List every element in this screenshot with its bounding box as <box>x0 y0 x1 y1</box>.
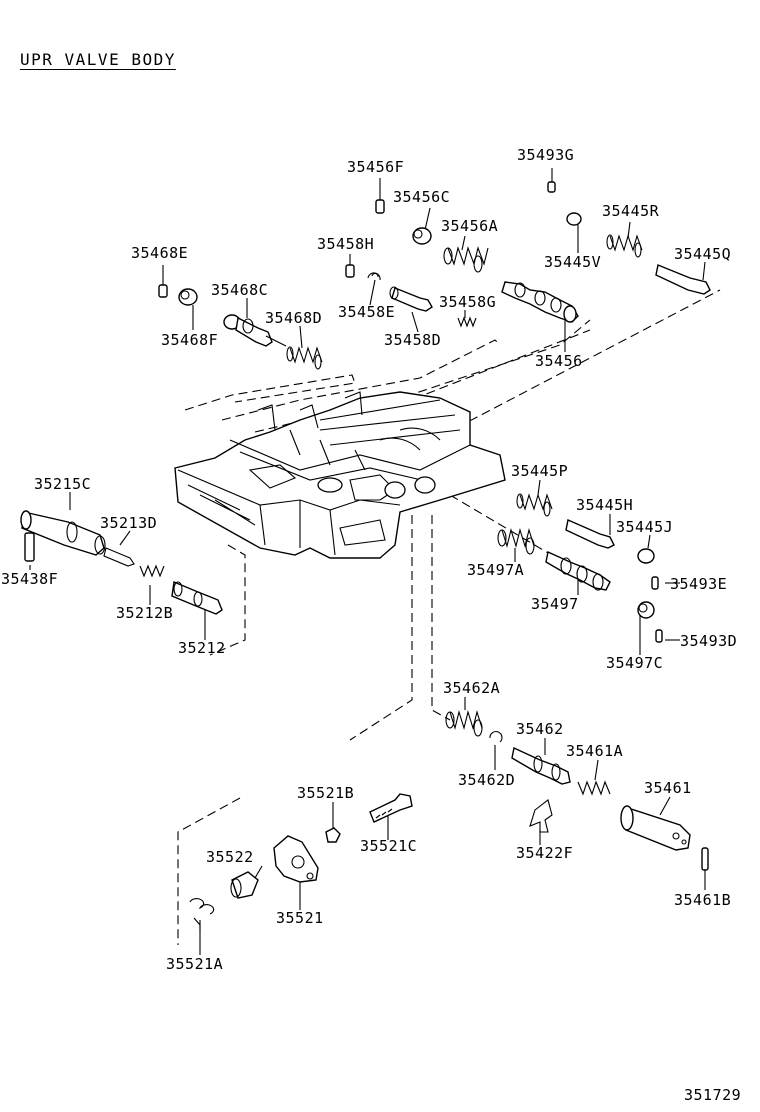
label-35458E: 35458E <box>338 303 396 321</box>
label-35461B: 35461B <box>674 891 732 909</box>
label-35445J: 35445J <box>616 518 674 536</box>
label-35493D: 35493D <box>680 632 738 650</box>
label-35445P: 35445P <box>511 462 569 480</box>
part-35468F-plug <box>178 288 198 306</box>
label-35468F: 35468F <box>161 331 219 349</box>
part-35458E-ring <box>367 272 381 281</box>
label-35468E: 35468E <box>131 244 189 262</box>
part-35462D-ring <box>489 731 503 743</box>
label-35445V: 35445V <box>544 253 602 271</box>
part-35445H-valve <box>565 519 615 549</box>
upper-valve-body <box>174 391 506 559</box>
part-35493D-pin <box>655 629 663 643</box>
part-35458D-plunger <box>389 286 433 312</box>
label-35522: 35522 <box>206 848 254 866</box>
label-35468D: 35468D <box>265 309 323 327</box>
assembly-guide-lines <box>177 289 721 945</box>
label-35212B: 35212B <box>116 604 174 622</box>
part-35458H-pin <box>345 264 355 278</box>
part-35445V-plug <box>566 212 582 226</box>
part-35468D-spring <box>286 346 323 370</box>
part-35422F-clip <box>529 799 553 833</box>
part-35461A-spring <box>577 780 611 796</box>
part-35445R-spring <box>606 234 643 258</box>
label-35497A: 35497A <box>467 561 525 579</box>
part-35445P-spring <box>516 493 553 517</box>
part-35212-valve <box>171 581 223 615</box>
label-35493G: 35493G <box>517 146 575 164</box>
label-35461A: 35461A <box>566 742 624 760</box>
part-35456-valve <box>501 281 579 323</box>
label-35521A: 35521A <box>166 955 224 973</box>
part-35497A-spring <box>497 527 535 555</box>
label-35438F: 35438F <box>1 570 59 588</box>
part-35445J-plug <box>637 548 655 564</box>
part-35215C-sleeve <box>20 510 106 556</box>
label-35521: 35521 <box>276 909 324 927</box>
label-35462A: 35462A <box>443 679 501 697</box>
label-35493E: 35493E <box>670 575 728 593</box>
label-35445H: 35445H <box>576 496 634 514</box>
part-35462A-spring <box>445 709 483 737</box>
part-35468E-pin <box>158 284 168 298</box>
part-35456F-pin <box>375 199 385 214</box>
label-35456C: 35456C <box>393 188 451 206</box>
label-35422F: 35422F <box>516 844 574 862</box>
label-35456A: 35456A <box>441 217 499 235</box>
part-35493E-pin <box>651 576 659 590</box>
label-35445Q: 35445Q <box>674 245 732 263</box>
label-35212: 35212 <box>178 639 226 657</box>
part-35468C-valve <box>223 314 287 347</box>
part-35212B-spring <box>139 564 165 578</box>
label-35521C: 35521C <box>360 837 418 855</box>
illustration-number: 351729 <box>684 1086 742 1104</box>
label-35461: 35461 <box>644 779 692 797</box>
part-35497C-plug <box>637 601 655 619</box>
part-35458G-spring <box>457 316 477 328</box>
part-35445Q-valve <box>655 264 711 295</box>
part-35521A-spring <box>189 898 215 930</box>
leader-lines <box>29 168 706 955</box>
part-35521-detent-plate <box>273 835 319 883</box>
label-35458D: 35458D <box>384 331 442 349</box>
label-35445R: 35445R <box>602 202 660 220</box>
label-35456: 35456 <box>535 352 583 370</box>
part-35461B-pin <box>701 847 709 871</box>
part-35522-sleeve <box>230 871 259 899</box>
label-35456F: 35456F <box>347 158 405 176</box>
part-35456A-spring <box>443 246 489 273</box>
part-35521C-bolt <box>369 793 413 823</box>
label-35213D: 35213D <box>100 514 158 532</box>
label-35521B: 35521B <box>297 784 355 802</box>
diagram-title: UPR VALVE BODY <box>20 50 176 69</box>
part-35521B-nut <box>325 827 341 843</box>
label-35458G: 35458G <box>439 293 497 311</box>
part-35461-sleeve <box>620 805 691 851</box>
part-35438F-pin <box>24 532 35 562</box>
part-35456C-plug <box>412 227 432 245</box>
label-35462D: 35462D <box>458 771 516 789</box>
part-35497-valve <box>545 550 611 591</box>
part-35493G-pin <box>547 181 556 193</box>
label-35497C: 35497C <box>606 654 664 672</box>
label-35468C: 35468C <box>211 281 269 299</box>
label-35215C: 35215C <box>34 475 92 493</box>
label-35462: 35462 <box>516 720 564 738</box>
label-35458H: 35458H <box>317 235 375 253</box>
part-35213D-plug <box>103 547 135 567</box>
label-35497: 35497 <box>531 595 579 613</box>
part-35462-valve <box>511 746 571 785</box>
